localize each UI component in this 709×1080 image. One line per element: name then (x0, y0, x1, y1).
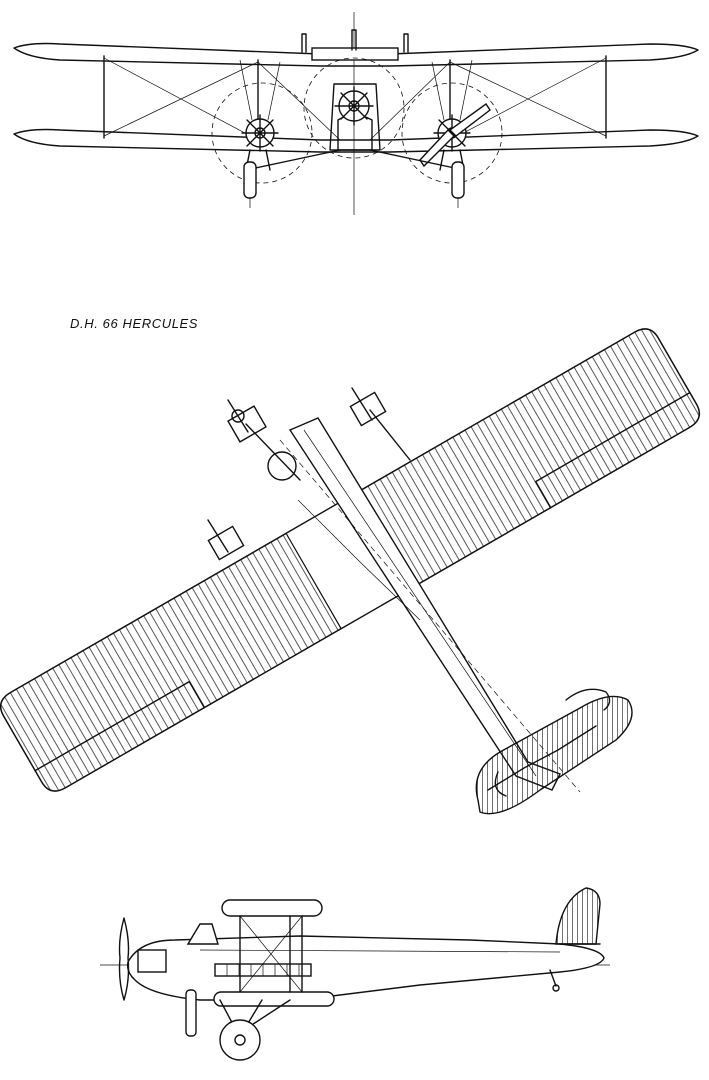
front-right-engine (419, 103, 491, 168)
plan-view (0, 328, 701, 815)
side-tail (555, 887, 601, 945)
front-center-engine (334, 86, 374, 126)
front-left-engine (241, 114, 279, 152)
front-view (13, 12, 699, 215)
side-landing-gear (185, 969, 560, 1061)
drawing-caption: D.H. 66 HERCULES (70, 316, 199, 331)
plan-tailplane (475, 688, 633, 815)
plan-engines (207, 387, 411, 561)
side-nose-engine (118, 917, 167, 1001)
side-view (100, 887, 610, 1061)
side-cabin-windows (214, 963, 312, 977)
front-landing-gear (243, 149, 465, 208)
